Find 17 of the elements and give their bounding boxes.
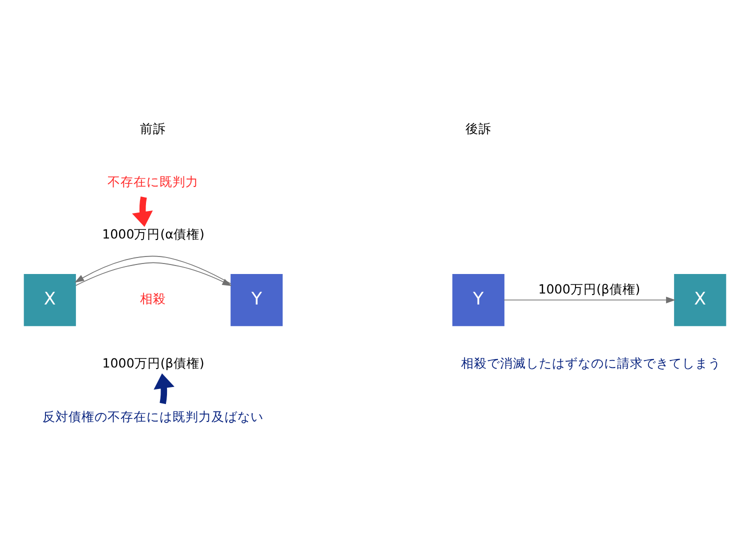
label: 相殺 xyxy=(140,290,166,306)
node-box: X xyxy=(674,274,726,326)
label: 相殺で消滅したはずなのに請求できてしまう xyxy=(461,354,722,370)
node-box: Y xyxy=(230,274,283,326)
node-box: Y xyxy=(452,274,504,326)
label: 後訴 xyxy=(465,120,492,136)
arrow xyxy=(74,255,232,284)
node-text: 不存在に既判力 xyxy=(108,173,199,188)
node-text: 1000万円(β債権) xyxy=(102,354,204,370)
edge-label: 1000万円(β債権) xyxy=(538,281,640,296)
arrow xyxy=(504,296,676,303)
node-text: 反対債権の不存在には既判力及ばない xyxy=(42,408,264,424)
node-text: 1000万円(α債権) xyxy=(102,226,204,242)
arrow xyxy=(154,372,174,404)
node-box: X xyxy=(24,274,76,326)
label: 前訴 xyxy=(140,120,166,136)
arrow xyxy=(132,196,153,226)
